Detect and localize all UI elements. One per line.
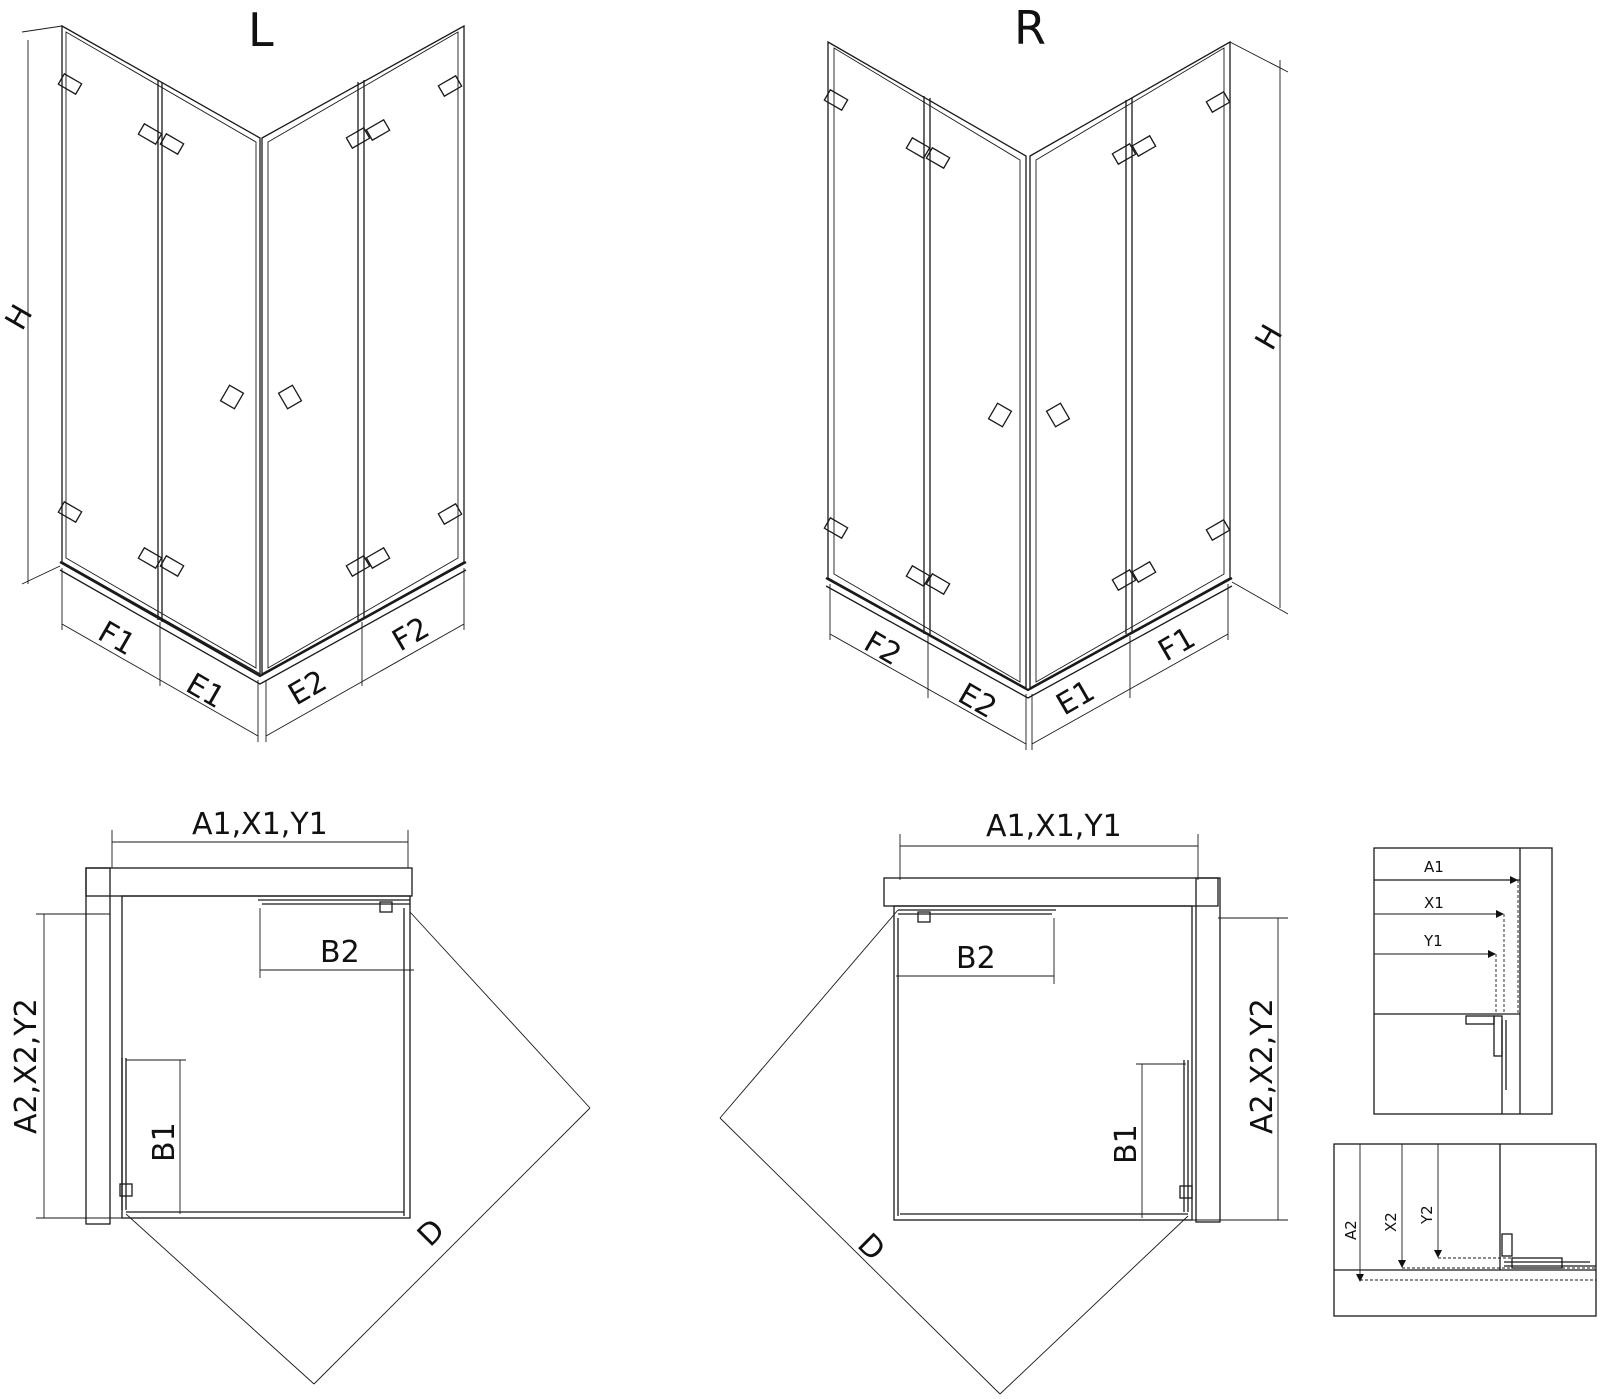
detail-label-a1: A1 [1424,858,1444,876]
dim-depth-right: A2,X2,Y2 [1245,998,1280,1134]
dim-diagonal-right: D [850,1227,891,1268]
plan-left: A1,X1,Y1 A2,X2,Y2 B2 B1 D [9,807,591,1385]
wall-top-left [85,867,413,897]
dim-e2-left: E2 [283,664,333,713]
dim-b1-left: B1 [147,1122,182,1162]
detail-bottom: A2 X2 Y2 [1333,1143,1597,1317]
dim-width-left: A1,X1,Y1 [192,807,328,842]
height-label-right: H [1249,319,1291,356]
dim-b2-left: B2 [320,935,360,970]
handle-icons-left [219,384,303,410]
dim-depth-left: A2,X2,Y2 [9,998,44,1134]
dim-f1-left: F1 [92,615,141,663]
detail-label-x1: X1 [1424,894,1444,912]
enclosure-outline-right [893,905,1193,1221]
enclosure-outline-left [121,895,411,1219]
detail-label-y1: Y1 [1423,932,1443,950]
handle-icons-right [987,402,1071,428]
dim-width-right: A1,X1,Y1 [986,809,1122,844]
dim-b1-right: B1 [1109,1124,1144,1164]
right-elevation-panels [825,40,1233,699]
detail-label-y2: Y2 [1418,1205,1436,1225]
dim-e2-right: E2 [952,677,1002,726]
height-label-left: H [0,299,40,336]
hinge-icons-left [57,72,463,578]
dim-b2-right: B2 [956,941,996,976]
height-dimension-left: H [0,25,63,585]
dim-f2-right: F2 [858,625,907,673]
height-dimension-right: H [1229,41,1291,615]
wall-top-right [883,877,1219,907]
elevation-left: L [0,3,467,742]
left-elevation-panels [59,24,467,685]
dim-diagonal-left: D [411,1213,452,1254]
wall-side-left [85,867,111,1225]
detail-label-a2: A2 [1342,1220,1360,1240]
dim-f1-right: F1 [1153,620,1202,668]
width-dimensions-left: F1 E1 E2 F2 [61,568,465,742]
width-dimensions-right: F2 E2 E1 F1 [829,584,1229,750]
detail-top: A1 X1 Y1 [1373,847,1553,1115]
view-title-left: L [248,3,274,57]
plan-right: A1,X1,Y1 A2,X2,Y2 B2 B1 D [719,809,1288,1395]
hinge-icons-right [823,88,1231,596]
dim-f2-left: F2 [387,610,436,658]
view-title-right: R [1014,1,1046,55]
dim-e1-left: E1 [180,667,230,716]
elevation-right: R [823,1,1291,750]
detail-label-x2: X2 [1382,1212,1400,1232]
wall-side-right [1195,877,1221,1223]
